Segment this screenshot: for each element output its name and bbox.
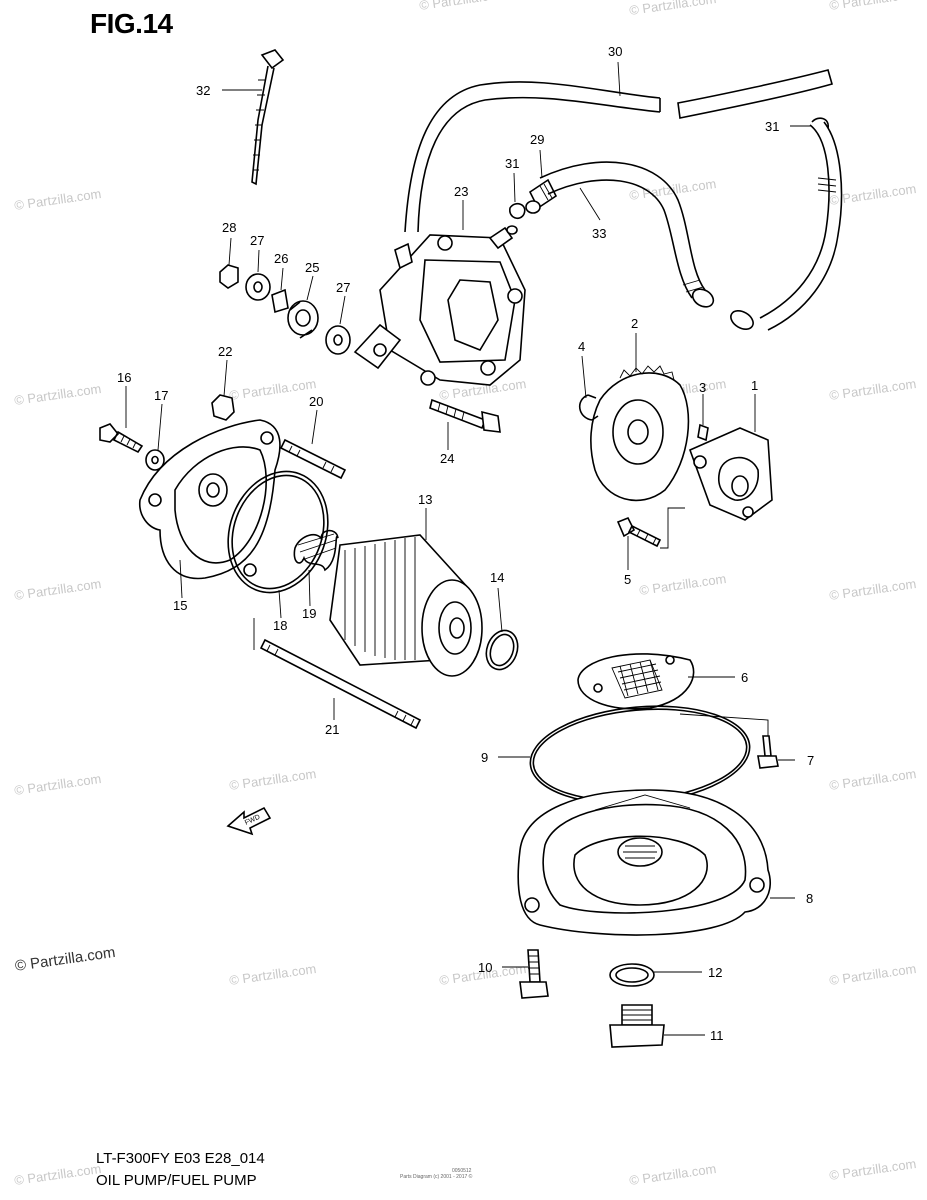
part-screw-7 <box>757 735 779 769</box>
part-filter-cap-15 <box>138 419 281 580</box>
part-cable-tie <box>251 49 285 186</box>
callout-32: 32 <box>196 83 210 98</box>
part-bolt-10 <box>519 949 549 999</box>
leader-lines <box>125 61 812 1036</box>
figure-title: FIG.14 <box>90 8 173 39</box>
callout-33: 33 <box>592 226 606 241</box>
model-code: LT-F300FY E03 E28_014 <box>96 1150 265 1167</box>
callout-6: 6 <box>741 670 748 685</box>
part-hose-clips <box>509 117 829 220</box>
part-fuel-pump <box>353 225 526 386</box>
copyright-line: Parts Diagram (c) 2001 - 2017 © <box>400 1174 473 1180</box>
callout-22: 22 <box>218 344 232 359</box>
callout-24: 24 <box>440 451 454 466</box>
watermark-text: © Partzilla.com <box>828 0 917 13</box>
watermark-text: © Partzilla.com <box>13 1161 102 1188</box>
watermark-text: © Partzilla.com <box>418 0 507 13</box>
callout-23: 23 <box>454 184 468 199</box>
part-pin-3 <box>697 423 709 442</box>
callout-7: 7 <box>807 753 814 768</box>
part-bolt-24 <box>429 398 501 433</box>
part-oil-pump-gear-2 <box>590 365 690 502</box>
small-code: 0050512 <box>452 1168 472 1174</box>
callout-27-a: 27 <box>250 233 264 248</box>
watermark-text: © Partzilla.com <box>228 376 317 403</box>
part-circlip-4 <box>579 394 599 421</box>
callout-27-b: 27 <box>336 280 350 295</box>
part-stud-20 <box>279 438 347 480</box>
part-screw-5 <box>616 516 662 548</box>
callout-26: 26 <box>274 251 288 266</box>
callout-10: 10 <box>478 960 492 975</box>
callout-2: 2 <box>631 316 638 331</box>
callout-16: 16 <box>117 370 131 385</box>
watermark-text: © Partzilla.com <box>828 376 917 403</box>
part-bolt-16-washer-17 <box>99 423 165 471</box>
diagram-caption: OIL PUMP/FUEL PUMP <box>96 1172 257 1189</box>
watermark-text: © Partzilla.com <box>828 961 917 988</box>
callout-5: 5 <box>624 572 631 587</box>
callout-21: 21 <box>325 722 339 737</box>
watermark-text: © Partzilla.com <box>228 961 317 988</box>
watermark-text: © Partzilla.com <box>628 1161 717 1188</box>
callout-15: 15 <box>173 598 187 613</box>
watermark-text: © Partzilla.com <box>13 186 102 213</box>
callout-14: 14 <box>490 570 504 585</box>
callout-20: 20 <box>309 394 323 409</box>
watermark-text: © Partzilla.com <box>638 571 727 598</box>
part-oil-pump-body-1 <box>688 427 773 521</box>
watermark-text: © Partzilla.com <box>13 576 102 603</box>
part-fuel-hose-long <box>404 69 843 331</box>
watermark-text: © Partzilla.com <box>828 766 917 793</box>
part-gasket-12 <box>609 963 655 987</box>
callout-labels: 1 2 3 4 5 6 7 8 9 10 11 12 13 14 15 16 1… <box>117 44 814 1043</box>
callout-28: 28 <box>222 220 236 235</box>
callout-8: 8 <box>806 891 813 906</box>
part-nut-22 <box>211 394 235 421</box>
watermark-text: © Partzilla.com <box>628 0 717 18</box>
callout-12: 12 <box>708 965 722 980</box>
callout-25: 25 <box>305 260 319 275</box>
part-o-ring-14 <box>485 629 519 671</box>
callout-11: 11 <box>710 1028 724 1043</box>
callout-29: 29 <box>530 132 544 147</box>
part-o-ring-18 <box>227 470 329 594</box>
part-fuel-hose-33 <box>525 161 715 308</box>
part-long-stud-21 <box>259 638 422 730</box>
callout-18: 18 <box>273 618 287 633</box>
callout-4: 4 <box>578 339 585 354</box>
watermark-text: © Partzilla.com <box>13 381 102 408</box>
part-spring-19 <box>293 529 339 572</box>
callout-9: 9 <box>481 750 488 765</box>
fwd-arrow: FWD <box>226 806 272 836</box>
watermark-text: © Partzilla.com <box>13 771 102 798</box>
part-drain-plug-11 <box>609 1004 665 1048</box>
callout-3: 3 <box>699 380 706 395</box>
callout-13: 13 <box>418 492 432 507</box>
watermark-text: © Partzilla.com <box>228 766 317 793</box>
watermark-text: © Partzilla.com <box>828 576 917 603</box>
part-strainer-6 <box>577 653 695 710</box>
part-oil-filter-13 <box>329 534 483 677</box>
callout-19: 19 <box>302 606 316 621</box>
callout-31-b: 31 <box>505 156 519 171</box>
callout-30: 30 <box>608 44 622 59</box>
callout-1: 1 <box>751 378 758 393</box>
part-oil-cover-8 <box>517 789 771 936</box>
part-small-fasteners <box>219 264 351 355</box>
callout-17: 17 <box>154 388 168 403</box>
watermark-text: © Partzilla.com <box>828 1156 917 1183</box>
callout-31-a: 31 <box>765 119 779 134</box>
